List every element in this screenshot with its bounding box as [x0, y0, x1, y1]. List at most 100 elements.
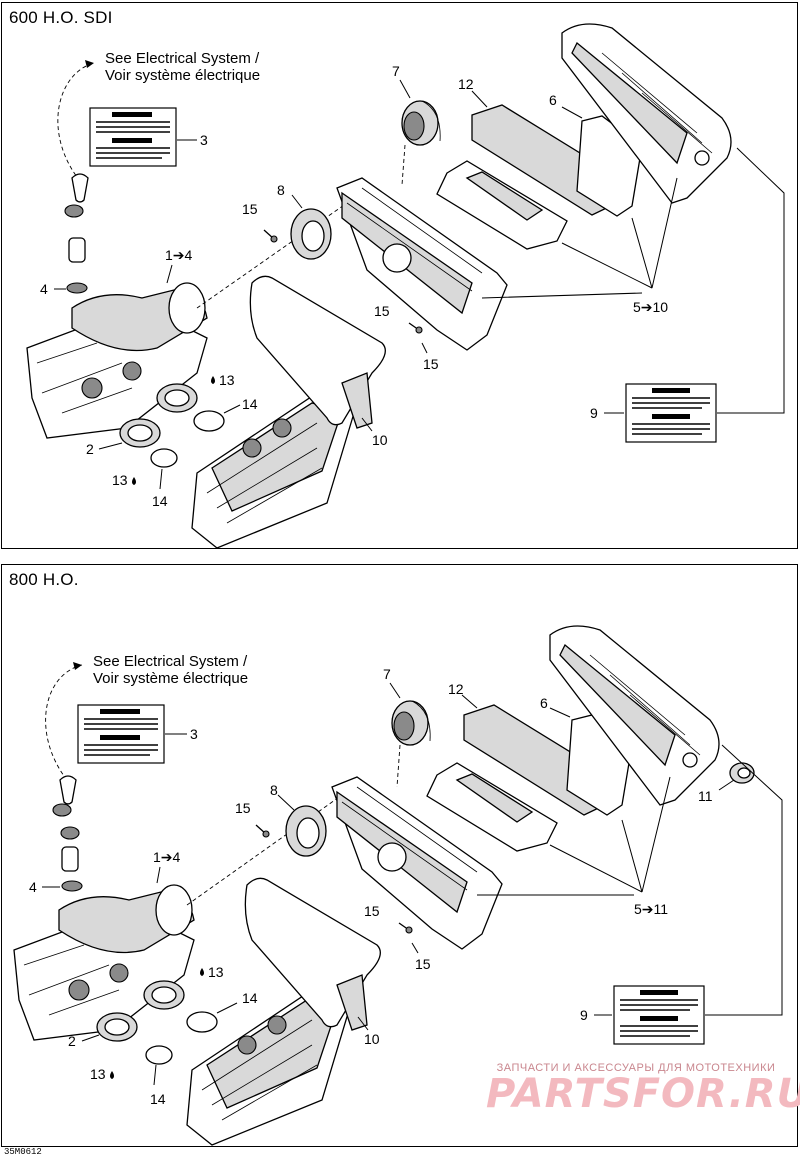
callout-4: 4: [29, 879, 37, 895]
watermark-logo: PARTSFOR.RU: [486, 1071, 800, 1117]
decal-leader: [717, 147, 785, 414]
callout-14-bottom: 14: [152, 493, 168, 509]
callout-12: 12: [448, 681, 464, 697]
gasket: [290, 208, 332, 260]
callout-10: 10: [364, 1031, 380, 1047]
screw-head: [415, 326, 423, 334]
oil-drop-icon: [110, 1071, 114, 1079]
callout-2: 2: [86, 441, 94, 457]
assembly-line: [196, 202, 348, 309]
electrical-note-line1: See Electrical System /: [93, 653, 248, 670]
gasket: [285, 805, 327, 857]
warning-decal: [613, 985, 705, 1045]
callout-5-10: 5➔10: [633, 299, 668, 315]
callout-3: 3: [200, 132, 208, 148]
callout-2: 2: [68, 1033, 76, 1049]
rubber-adaptor-upper: [156, 383, 198, 413]
callout-13-bottom: 13: [90, 1066, 106, 1082]
decal-leader: [705, 744, 783, 1016]
panel-title: 600 H.O. SDI: [9, 8, 113, 27]
electrical-leader: [45, 664, 83, 781]
callout-14-top: 14: [242, 396, 258, 412]
air-silencer-base: [13, 884, 195, 1041]
drain-plug: [729, 762, 755, 784]
seal: [426, 762, 558, 852]
screw-head: [405, 926, 413, 934]
callout-15-c: 15: [415, 956, 431, 972]
callout-14-bottom: 14: [150, 1091, 166, 1107]
callout-leaders: [481, 177, 678, 299]
electrical-leader: [57, 62, 95, 182]
clamp-upper: [186, 1011, 218, 1033]
callout-6: 6: [549, 92, 557, 108]
panel-800-ho: 800 H.O. See Electrical System / Voir sy…: [1, 564, 798, 1147]
panel-title: 800 H.O.: [9, 570, 79, 589]
clamp-lower: [145, 1045, 173, 1065]
filter-housing: [336, 177, 508, 351]
warning-decal: [625, 383, 717, 443]
engine-block: [191, 392, 358, 548]
callout-1-4: 1➔4: [165, 247, 193, 263]
arrow-head-icon: [85, 60, 94, 68]
temperature-sensor: [64, 173, 89, 294]
arrow-head-icon: [73, 662, 82, 670]
filter-housing: [331, 776, 503, 950]
rubber-adaptor-lower: [119, 418, 161, 448]
oil-drop-icon: [200, 968, 204, 976]
callout-5-11: 5➔11: [634, 901, 668, 917]
callout-1-4: 1➔4: [153, 849, 181, 865]
callout-11: 11: [698, 788, 713, 804]
document-code: 35M0612: [4, 1147, 42, 1157]
callout-15-a: 15: [235, 800, 251, 816]
callout-13-top: 13: [219, 372, 235, 388]
assembly-line: [396, 744, 401, 788]
tray: [244, 877, 381, 1031]
silencer-cover: [549, 625, 720, 806]
callout-3: 3: [190, 726, 198, 742]
callout-6: 6: [540, 695, 548, 711]
oil-drop-icon: [132, 477, 136, 485]
callout-9: 9: [580, 1007, 588, 1023]
callout-12: 12: [458, 76, 474, 92]
air-silencer-base: [26, 282, 208, 439]
electrical-note-line1: See Electrical System /: [105, 50, 260, 67]
callout-leaders: [477, 776, 671, 896]
engine-block: [186, 989, 353, 1146]
rubber-adaptor-upper: [143, 980, 185, 1010]
callout-10: 10: [372, 432, 388, 448]
callout-9: 9: [590, 405, 598, 421]
callout-15-b: 15: [364, 903, 380, 919]
callout-8: 8: [277, 182, 285, 198]
callout-7: 7: [392, 63, 400, 79]
seal: [436, 160, 568, 250]
exploded-diagram-600: See Electrical System / Voir système éle…: [26, 23, 785, 548]
electrical-note-line2: Voir système électrique: [105, 67, 260, 84]
clamp-lower: [150, 448, 178, 468]
callout-7: 7: [383, 666, 391, 682]
exploded-diagram-800: See Electrical System / Voir système éle…: [13, 625, 783, 1146]
callout-15-c: 15: [423, 356, 439, 372]
assembly-line: [186, 794, 343, 906]
caution-decal: [89, 107, 177, 167]
assembly-line: [401, 144, 406, 186]
clamp-upper: [193, 410, 225, 432]
intake-adaptor: [401, 100, 441, 146]
watermark: ЗАПЧАСТИ И АКСЕССУАРЫ ДЛЯ МОТОТЕХНИКИ PA…: [486, 1062, 800, 1117]
callout-15-b: 15: [374, 303, 390, 319]
screw-head: [270, 235, 278, 243]
tray: [249, 275, 386, 429]
screw-head: [262, 830, 270, 838]
silencer-cover: [561, 23, 732, 204]
oil-drop-icon: [211, 376, 215, 384]
intake-adaptor: [391, 700, 431, 746]
callout-15-a: 15: [242, 201, 258, 217]
callout-13-top: 13: [208, 964, 224, 980]
caution-decal: [77, 704, 165, 764]
watermark-tagline: ЗАПЧАСТИ И АКСЕССУАРЫ ДЛЯ МОТОТЕХНИКИ: [496, 1062, 776, 1074]
electrical-note-line2: Voir système électrique: [93, 670, 248, 687]
rubber-adaptor-lower: [96, 1012, 138, 1042]
panel-600-ho-sdi: 600 H.O. SDI See Electrical System / Voi…: [1, 2, 798, 549]
callout-14-top: 14: [242, 990, 258, 1006]
callout-8: 8: [270, 782, 278, 798]
callout-4: 4: [40, 281, 48, 297]
